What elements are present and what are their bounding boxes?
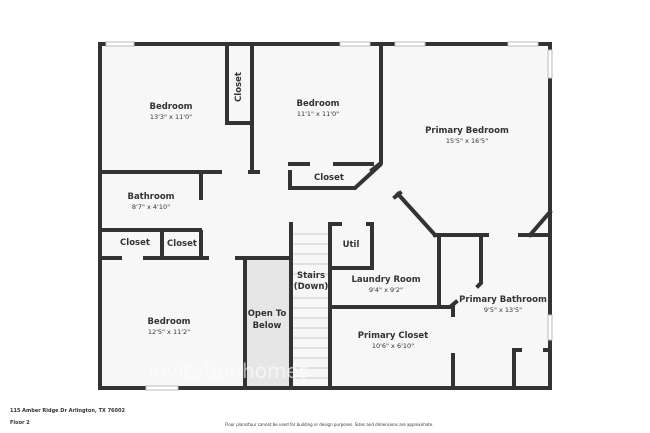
room-label-primary-bathroom: Primary Bathroom: [459, 295, 547, 305]
room-label-bedroom-3: Bedroom: [147, 317, 190, 327]
room-labels: Bedroom 13'3" x 11'0" Bedroom 11'1" x 11…: [120, 72, 547, 350]
room-label-primary-closet: Primary Closet: [358, 331, 429, 341]
room-label-closet-2: Closet: [314, 173, 344, 183]
room-dims-primary-bedroom: 15'5" x 16'5": [446, 137, 488, 145]
floor-label: Floor 2: [10, 420, 30, 426]
room-dims-primary-closet: 10'6" x 6'10": [372, 342, 414, 350]
address: 115 Amber Ridge Dr Arlington, TX 76002: [10, 408, 125, 414]
room-label-open-to-below: Open To: [248, 309, 287, 319]
room-dims-bedroom-3: 12'5" x 11'2": [148, 328, 190, 336]
room-dims-bathroom: 8'7" x 4'10": [132, 203, 170, 211]
watermark-logo: invitationhomes: [148, 359, 309, 383]
room-dims-primary-bathroom: 9'5" x 13'5": [484, 306, 522, 314]
room-dims-laundry: 9'4" x 9'2": [369, 286, 403, 294]
open-to-below-area: [246, 259, 290, 387]
disclaimer: Floor plans/tour cannot be used for buil…: [225, 422, 434, 427]
room-label-stairs: Stairs: [297, 271, 325, 281]
room-label-bathroom: Bathroom: [127, 192, 174, 202]
room-label-bedroom-2: Bedroom: [296, 99, 339, 109]
room-label-closet-1: Closet: [234, 72, 244, 102]
room-dims-bedroom-1: 13'3" x 11'0": [150, 113, 192, 121]
windows: [105, 41, 553, 391]
room-label-laundry: Laundry Room: [351, 275, 420, 285]
room-dims-bedroom-2: 11'1" x 11'0": [297, 110, 339, 118]
room-label-util: Util: [343, 240, 360, 250]
stair-treads: [292, 233, 329, 379]
room-label-closet-4: Closet: [167, 239, 197, 249]
walls: [98, 42, 553, 390]
room-label-stairs-2: (Down): [294, 282, 329, 292]
room-label-closet-3: Closet: [120, 238, 150, 248]
room-label-bedroom-1: Bedroom: [149, 102, 192, 112]
room-label-open-to-below-2: Below: [253, 321, 282, 331]
floor-area: [100, 44, 550, 388]
room-label-primary-bedroom: Primary Bedroom: [425, 126, 509, 136]
